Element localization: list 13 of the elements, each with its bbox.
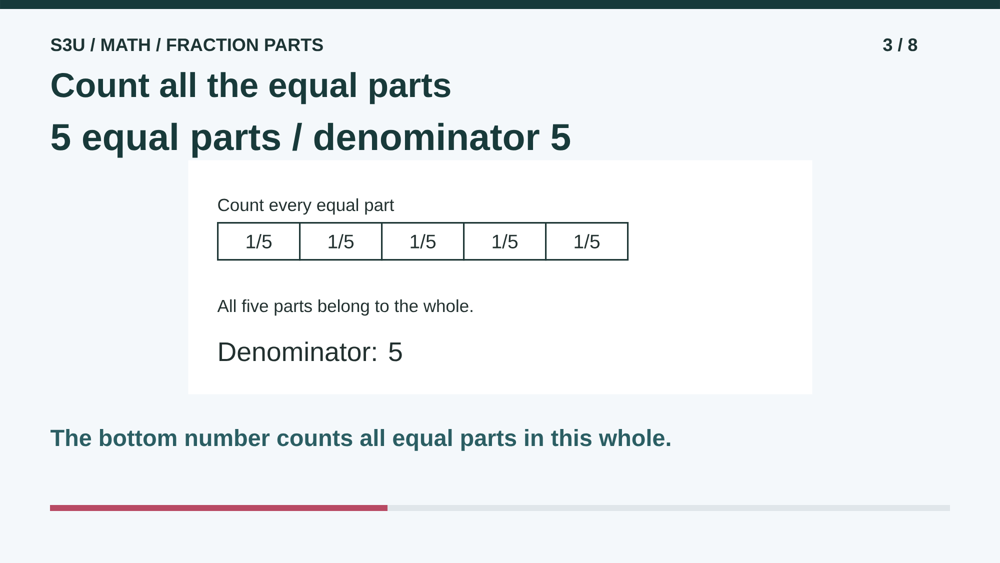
sentence-text: All five parts belong to the whole. [217, 299, 472, 316]
breadcrumb: S3U / MATH / FRACTION PARTS [50, 38, 323, 52]
fraction-cell: 1/5 [381, 222, 465, 261]
title: Count all the equal parts [52, 72, 450, 104]
page-counter: 3 / 8 [883, 38, 918, 52]
fraction-cell: 1/5 [299, 222, 383, 261]
fraction-cell: 1/5 [463, 222, 547, 261]
fraction-cell: 1/5 [545, 222, 629, 261]
denominator-text: Denominator: 5 [219, 342, 402, 362]
fraction-cell: 1/5 [217, 222, 301, 261]
instruction-text: Count every equal part [218, 198, 394, 215]
subtitle: 5 equal parts / denominator 5 [51, 122, 570, 158]
summary-sentence: The bottom number counts all equal parts in this whole. [50, 429, 670, 451]
